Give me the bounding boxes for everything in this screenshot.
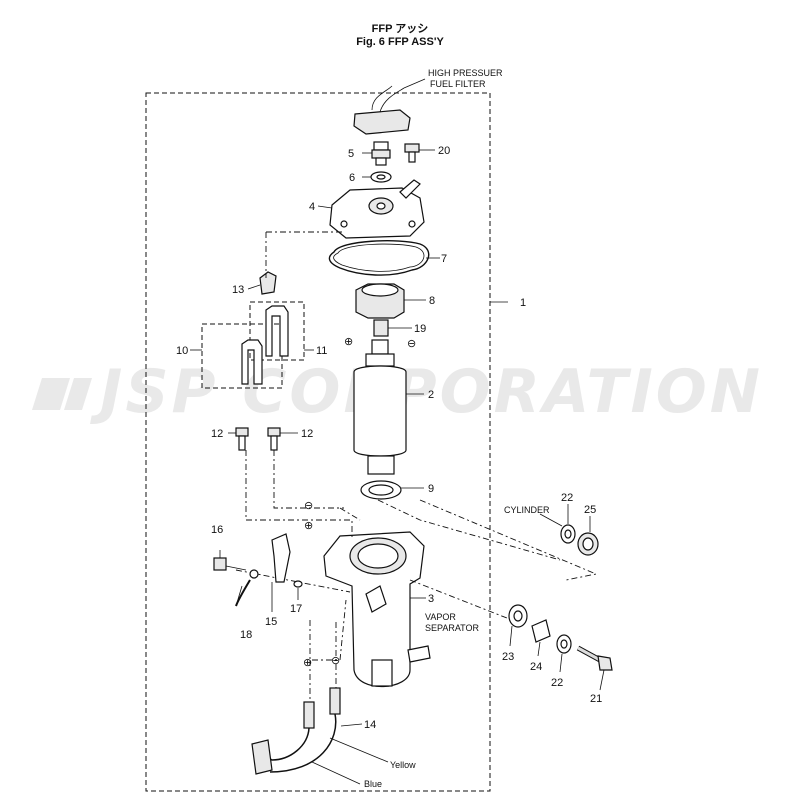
callout-24: 24 xyxy=(530,661,542,673)
wire-harness-part-14 xyxy=(251,687,389,785)
label-blue: Blue xyxy=(364,779,382,789)
callout-22-bottom: 22 xyxy=(551,677,563,689)
part-19-fitting xyxy=(373,319,412,337)
callout-12-left: 12 xyxy=(211,428,223,440)
part-2-fuel-pump xyxy=(353,339,424,475)
high-pressure-fuel-filter xyxy=(353,78,426,135)
harness-parts xyxy=(190,271,314,451)
callout-4: 4 xyxy=(309,201,315,213)
part-9-seal xyxy=(360,480,424,500)
part-8-nut xyxy=(355,283,426,319)
callout-6: 6 xyxy=(349,172,355,184)
callout-10: 10 xyxy=(176,345,188,357)
assembly-boundary xyxy=(145,92,491,792)
label-cylinder: CYLINDER xyxy=(504,505,550,515)
plus-symbol-bottom: ⊕ xyxy=(303,657,312,669)
watermark-text: JSP CORPORATION xyxy=(90,357,763,427)
callout-23: 23 xyxy=(502,651,514,663)
callout-15: 15 xyxy=(265,616,277,628)
part-6-washer xyxy=(362,171,392,183)
minus-symbol-top: ⊖ xyxy=(407,338,416,350)
cylinder-parts xyxy=(539,504,599,556)
plus-symbol-top: ⊕ xyxy=(344,336,353,348)
callout-9: 9 xyxy=(428,483,434,495)
label-separator: SEPARATOR xyxy=(425,623,480,633)
callout-7: 7 xyxy=(441,253,447,265)
label-yellow: Yellow xyxy=(390,760,416,770)
figure-title-english: Fig. 6 FFP ASS'Y xyxy=(356,36,444,48)
label-high-pressure-filter-1: HIGH PRESSUER xyxy=(428,68,503,78)
minus-symbol-bottom: ⊖ xyxy=(331,655,340,667)
minus-symbol-middle: ⊖ xyxy=(304,500,313,512)
label-high-pressure-filter-2: FUEL FILTER xyxy=(430,79,486,89)
part-5-fitting xyxy=(362,141,391,166)
callout-19: 19 xyxy=(414,323,426,335)
callout-1: 1 xyxy=(520,297,526,309)
callout-14: 14 xyxy=(364,719,376,731)
part-7-gasket xyxy=(328,240,440,276)
callout-18: 18 xyxy=(240,629,252,641)
figure-title-japanese: FFP アッシ xyxy=(371,23,429,35)
label-vapor: VAPOR xyxy=(425,612,456,622)
callout-13: 13 xyxy=(232,284,244,296)
callout-5: 5 xyxy=(348,148,354,160)
part-3-vapor-separator xyxy=(323,531,431,688)
parts-15-18 xyxy=(213,533,303,612)
part-20-bolt xyxy=(404,143,435,163)
callout-2: 2 xyxy=(428,389,434,401)
callout-21: 21 xyxy=(590,693,602,705)
callout-17: 17 xyxy=(290,603,302,615)
lower-right-parts xyxy=(508,604,613,691)
callout-3: 3 xyxy=(428,593,434,605)
callout-12-right: 12 xyxy=(301,428,313,440)
part-4-cover xyxy=(317,179,425,239)
callout-8: 8 xyxy=(429,295,435,307)
callout-20: 20 xyxy=(438,145,450,157)
callout-11: 11 xyxy=(316,345,327,357)
callout-16: 16 xyxy=(211,524,223,536)
callout-25: 25 xyxy=(584,504,596,516)
callout-22-top: 22 xyxy=(561,492,573,504)
plus-symbol-middle: ⊕ xyxy=(304,520,313,532)
